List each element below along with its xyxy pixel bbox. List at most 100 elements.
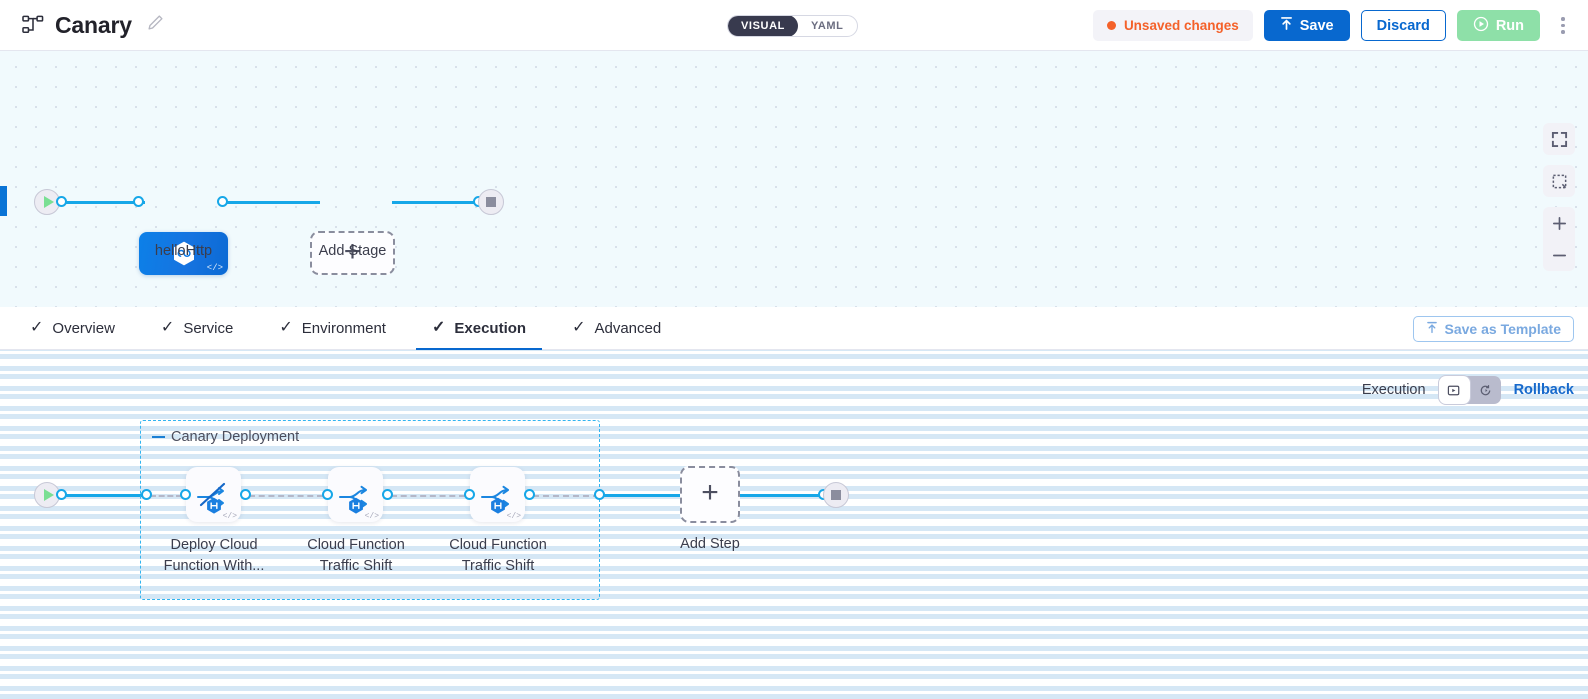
pipeline-icon xyxy=(22,15,44,35)
port-start-out[interactable] xyxy=(56,489,67,500)
tab-service[interactable]: ✓ Service xyxy=(145,307,249,350)
port-step1-in[interactable] xyxy=(180,489,191,500)
hexagon-badge xyxy=(206,497,221,514)
port-step1-out[interactable] xyxy=(240,489,251,500)
tab-execution[interactable]: ✓ Execution xyxy=(415,307,543,351)
infinity-hexagon-icon xyxy=(173,241,194,265)
run-button-label: Run xyxy=(1495,17,1524,34)
stage-group-title: Canary Deployment xyxy=(171,429,300,445)
port-step2-in[interactable] xyxy=(322,489,333,500)
step-label-1-line1: Deploy Cloud xyxy=(170,537,258,553)
step-node-traffic-shift-2[interactable]: </> xyxy=(470,467,525,522)
execution-flow-icon[interactable] xyxy=(1438,376,1470,404)
save-button[interactable]: Save xyxy=(1263,10,1350,41)
stage-group-header: Canary Deployment xyxy=(152,429,299,445)
port-group-out[interactable] xyxy=(594,489,605,500)
dash-edge-1 xyxy=(249,495,323,497)
end-node[interactable] xyxy=(478,189,504,215)
tab-environment[interactable]: ✓ Environment xyxy=(263,307,402,350)
minus-icon xyxy=(1552,254,1566,256)
step-label-1: Deploy Cloud Function With... xyxy=(143,535,285,577)
fit-to-screen-button[interactable] xyxy=(1543,123,1575,155)
execution-mode-toggle[interactable] xyxy=(1438,376,1501,404)
unsaved-dot-icon xyxy=(1106,21,1116,30)
step-label-1-line2: Function With... xyxy=(163,558,265,574)
port-step3-in[interactable] xyxy=(464,489,475,500)
run-button[interactable]: Run xyxy=(1456,10,1540,41)
tab-advanced-label: Advanced xyxy=(594,319,662,337)
step-node-traffic-shift-1[interactable]: </> xyxy=(328,467,383,522)
step-label-2-line2: Traffic Shift xyxy=(319,558,393,574)
step-label-3-line2: Traffic Shift xyxy=(461,558,535,574)
port-step3-out[interactable] xyxy=(524,489,535,500)
start-node[interactable] xyxy=(34,482,60,508)
upload-icon xyxy=(1280,16,1293,35)
execution-steps-canvas[interactable]: Execution Rollback xyxy=(0,350,1588,699)
tab-execution-label: Execution xyxy=(454,319,527,337)
discard-button[interactable]: Discard xyxy=(1360,10,1446,41)
deploy-function-icon xyxy=(197,482,226,507)
execution-mode-controls: Execution Rollback xyxy=(1362,376,1574,404)
add-stage-button[interactable]: + xyxy=(310,231,395,275)
hexagon-badge xyxy=(348,497,363,514)
view-mode-toggle[interactable]: VISUAL YAML xyxy=(727,15,858,37)
tab-overview[interactable]: ✓ Overview xyxy=(14,307,131,350)
save-as-template-label: Save as Template xyxy=(1444,321,1561,337)
port-step2-out[interactable] xyxy=(382,489,393,500)
code-marker: </> xyxy=(206,263,223,273)
step-label-2: Cloud Function Traffic Shift xyxy=(285,535,427,577)
header-actions: Unsaved changes Save Discard xyxy=(1092,0,1574,51)
hexagon-badge xyxy=(490,497,505,514)
page-title: Canary xyxy=(55,11,132,38)
section-tabs: ✓ Overview ✓ Service ✓ Environment ✓ Exe… xyxy=(0,307,1588,351)
plus-icon: + xyxy=(701,476,719,509)
add-step-button[interactable]: + xyxy=(680,466,740,523)
save-as-template-button[interactable]: Save as Template xyxy=(1412,316,1574,342)
stage-group-canary-deployment[interactable]: Canary Deployment xyxy=(140,420,600,600)
toggle-visual[interactable]: VISUAL xyxy=(728,16,798,36)
discard-button-label: Discard xyxy=(1376,17,1430,34)
select-area-button[interactable] xyxy=(1543,165,1575,197)
port-hello-out[interactable] xyxy=(217,196,228,207)
dash-edge-2 xyxy=(391,495,465,497)
check-icon: ✓ xyxy=(30,319,44,336)
add-step-label: Add Step xyxy=(680,536,740,552)
rollback-flow-icon[interactable] xyxy=(1470,376,1501,404)
collapse-dash-icon[interactable] xyxy=(152,435,165,439)
check-icon: ✓ xyxy=(160,319,175,336)
stage-node-hellohttp[interactable]: </> xyxy=(139,232,228,275)
play-icon xyxy=(43,196,54,208)
code-marker: </> xyxy=(506,512,521,521)
tab-environment-label: Environment xyxy=(301,319,386,337)
zoom-in-button[interactable] xyxy=(1543,207,1575,239)
stop-icon xyxy=(486,197,496,207)
end-node[interactable] xyxy=(823,482,849,508)
save-button-label: Save xyxy=(1299,17,1334,34)
code-marker: </> xyxy=(364,512,379,521)
code-marker: </> xyxy=(222,512,237,521)
step-node-deploy-cloud-function[interactable]: </> xyxy=(186,467,241,522)
stop-icon xyxy=(831,490,841,500)
more-vertical-icon[interactable] xyxy=(1552,10,1574,41)
pipeline-stage-canvas[interactable]: </> helloHttp + Add Stage xyxy=(0,51,1588,307)
port-hello-in[interactable] xyxy=(133,196,144,207)
rollback-link[interactable]: Rollback xyxy=(1513,382,1574,398)
pencil-icon[interactable] xyxy=(143,14,164,36)
dash-edge-0 xyxy=(150,495,182,497)
start-node[interactable] xyxy=(34,189,60,215)
play-icon xyxy=(43,489,54,501)
tab-advanced[interactable]: ✓ Advanced xyxy=(556,307,677,350)
plus-icon: + xyxy=(343,234,362,268)
edge-hello-to-add xyxy=(222,201,320,204)
toggle-yaml[interactable]: YAML xyxy=(810,20,844,32)
step-label-3-line1: Cloud Function xyxy=(449,537,547,553)
zoom-out-button[interactable] xyxy=(1543,239,1575,271)
port-group-in[interactable] xyxy=(141,489,152,500)
check-icon: ✓ xyxy=(279,319,293,336)
unsaved-changes-badge: Unsaved changes xyxy=(1092,10,1253,41)
port-start-out[interactable] xyxy=(56,196,67,207)
edge-add-to-end xyxy=(392,201,484,204)
stage-node-label: helloHttp xyxy=(154,243,213,259)
canvas-controls xyxy=(1543,123,1575,271)
